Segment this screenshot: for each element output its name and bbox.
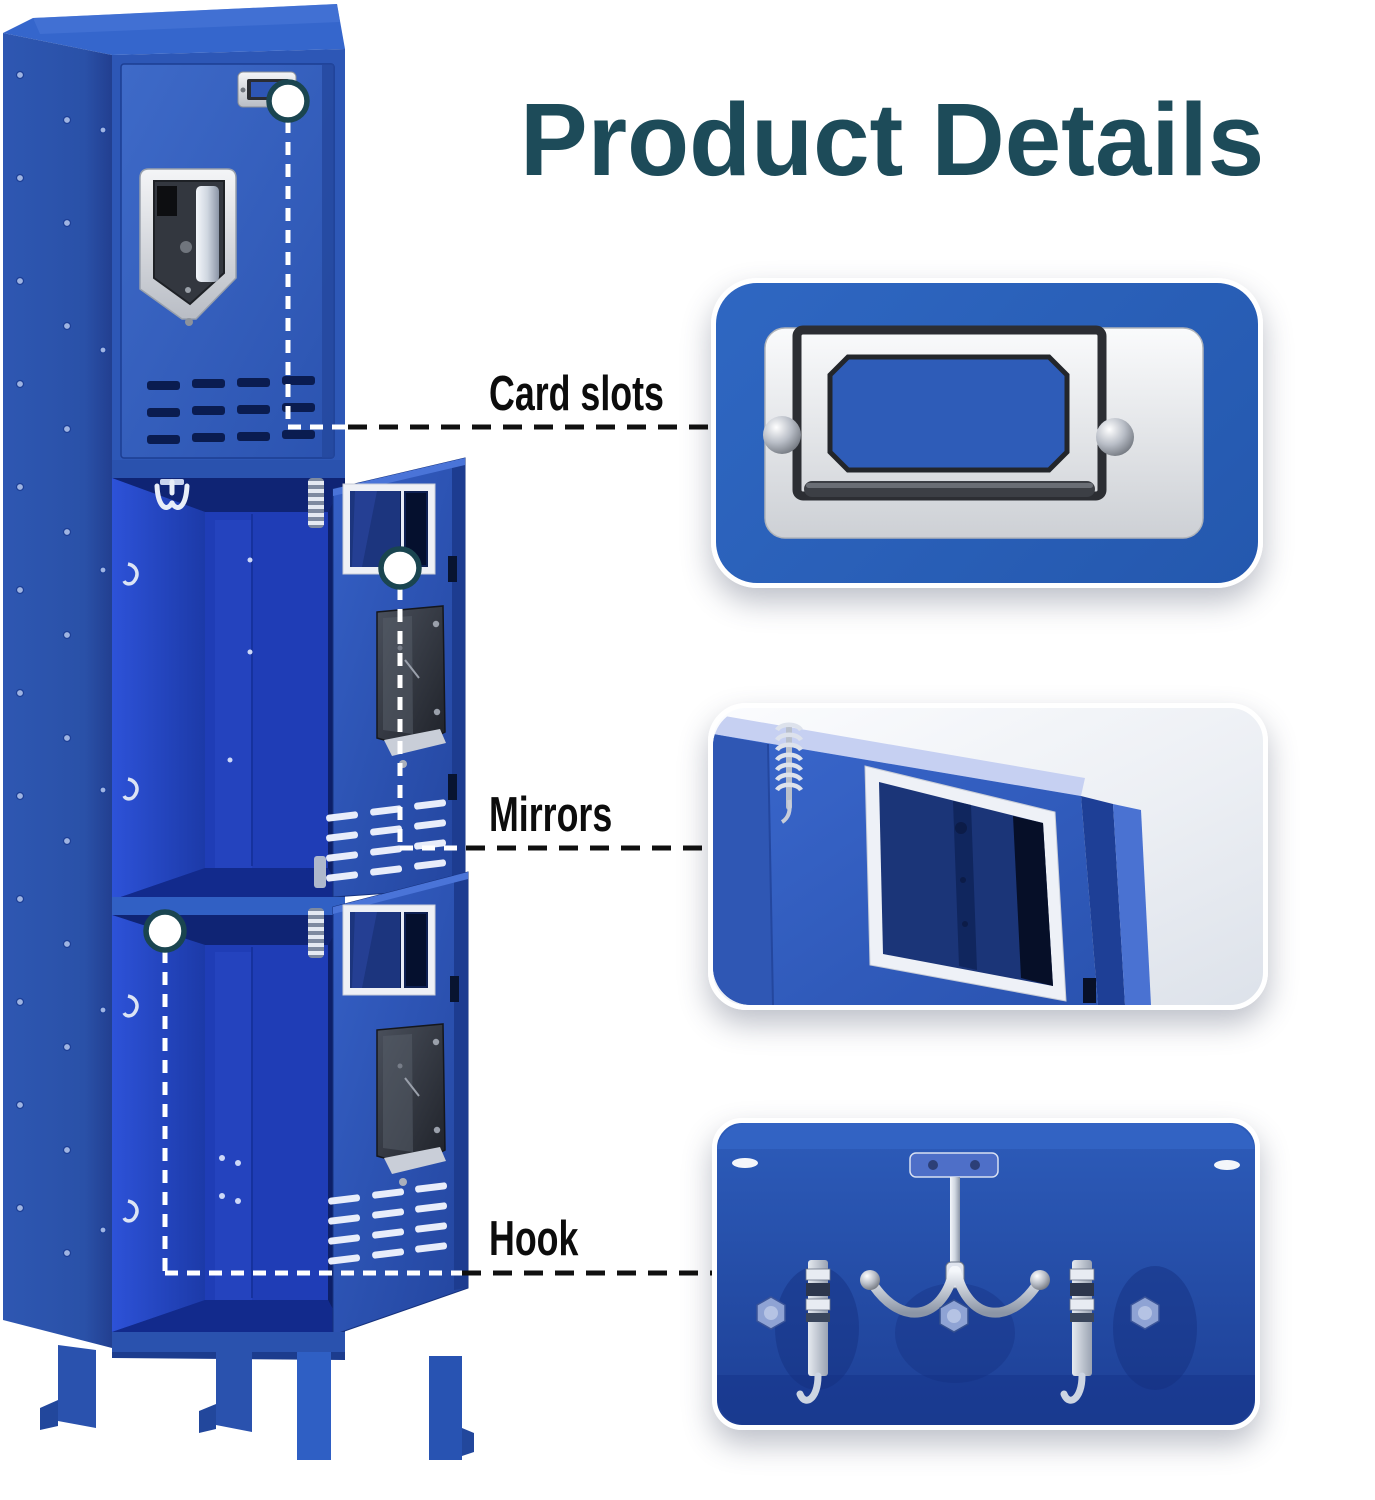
wall-hook-icon: [122, 994, 139, 1018]
frame-knob-left: [763, 416, 801, 454]
wall-hook-icon: [122, 1199, 139, 1223]
detail-panel-mirrors: [708, 703, 1268, 1010]
bottom-door-open: [308, 871, 469, 1336]
door-mirror-large: [864, 765, 1067, 1002]
hinge-spring: [308, 908, 324, 958]
hook-closeup-graphic: [717, 1123, 1255, 1425]
door-handle: [139, 168, 237, 326]
vent-grille-bottom-door: [328, 1182, 448, 1265]
locker-illustration: [0, 0, 475, 1475]
rivets: [15, 70, 107, 1258]
detail-panel-hook: [712, 1118, 1260, 1430]
card-slot-plate: [237, 71, 297, 108]
wall-hook-icon: [122, 777, 139, 801]
wall-hook-icon: [122, 562, 139, 586]
door-lock: [376, 605, 446, 768]
page-title: Product Details: [520, 82, 1265, 197]
spring-icon: [775, 722, 803, 824]
coat-hook: [154, 479, 190, 510]
locker-bottom-compartment: [112, 915, 345, 1332]
mount-strap-left: [796, 1260, 831, 1404]
callout-label-mirrors: Mirrors: [489, 788, 613, 842]
frame-knob-right: [1096, 418, 1134, 456]
callout-label-hook: Hook: [489, 1212, 579, 1266]
door-lock: [376, 1023, 446, 1186]
mirror-closeup-graphic: [713, 714, 1151, 1005]
callout-label-card-slots: Card slots: [489, 367, 664, 421]
locker-svg: [3, 4, 474, 1460]
double-hook: [860, 1152, 1050, 1333]
locker-side-panel: [3, 33, 112, 1348]
locker-middle-compartment: [112, 478, 345, 900]
hinge-spring: [308, 478, 324, 528]
mount-strap-right: [1060, 1260, 1095, 1404]
locker-legs: [40, 1345, 474, 1460]
detail-panel-card-slots: [711, 278, 1263, 588]
card-holder-graphic: [763, 325, 1204, 539]
door-mirror: [342, 904, 436, 996]
door-mirror: [342, 483, 436, 575]
name-card-window: [827, 354, 1070, 473]
